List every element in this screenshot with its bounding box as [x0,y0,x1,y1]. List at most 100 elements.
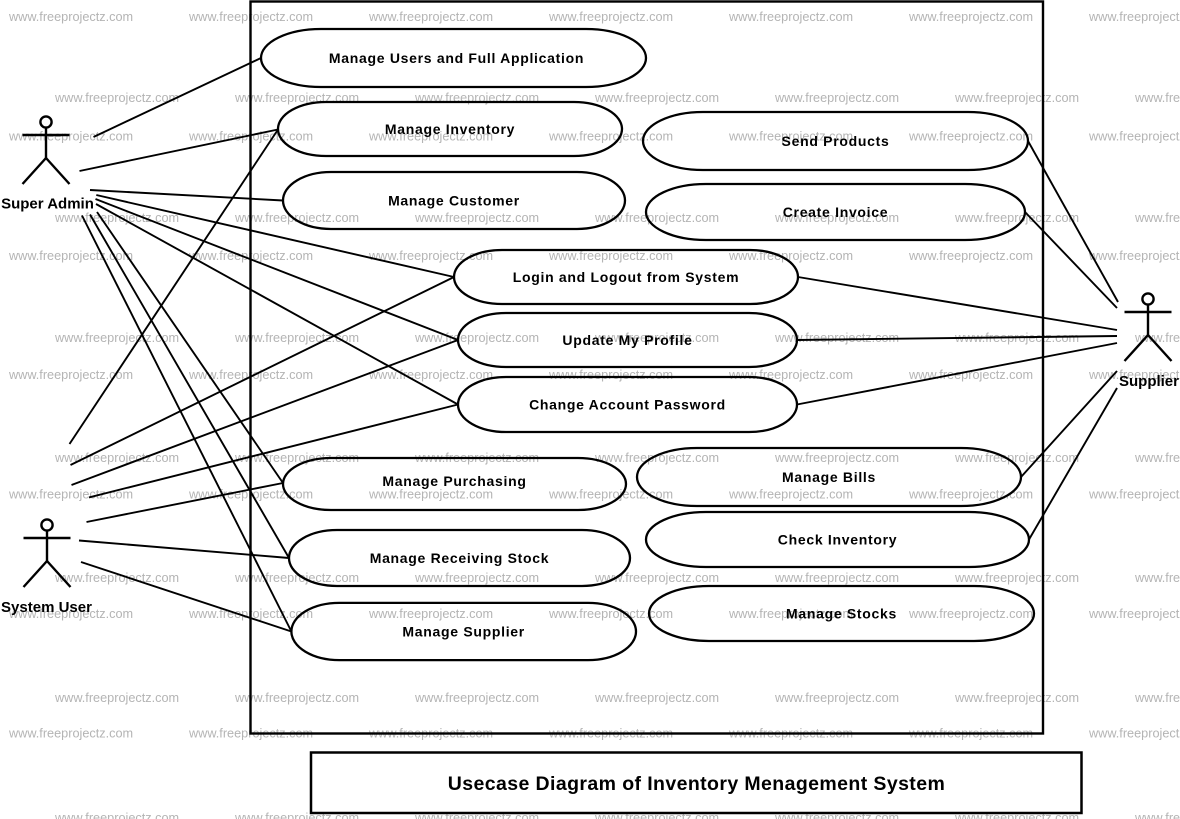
svg-text:www.freeprojectz.com: www.freeprojectz.com [414,211,539,225]
svg-text:Supplier: Supplier [1119,373,1179,390]
svg-text:Send Products: Send Products [782,133,890,149]
svg-text:www.freeprojectz.com: www.freeprojectz.com [234,451,359,465]
svg-text:www.freeprojectz.com: www.freeprojectz.com [8,607,133,621]
svg-text:www.freeprojectz.com: www.freeprojectz.com [8,726,133,740]
svg-text:www.freeprojectz.com: www.freeprojectz.com [54,811,179,819]
svg-text:www.freeprojectz.com: www.freeprojectz.com [1088,488,1180,502]
svg-text:www.freeprojectz.com: www.freeprojectz.com [1134,571,1180,585]
svg-text:www.freeprojectz.com: www.freeprojectz.com [54,451,179,465]
svg-text:www.freeprojectz.com: www.freeprojectz.com [594,331,719,345]
svg-text:www.freeprojectz.com: www.freeprojectz.com [548,10,673,24]
svg-text:www.freeprojectz.com: www.freeprojectz.com [774,571,899,585]
svg-text:www.freeprojectz.com: www.freeprojectz.com [548,129,673,143]
svg-text:www.freeprojectz.com: www.freeprojectz.com [1134,331,1180,345]
svg-text:Usecase Diagram of Inventory M: Usecase Diagram of Inventory Menagement … [448,773,945,795]
svg-text:www.freeprojectz.com: www.freeprojectz.com [8,10,133,24]
svg-text:Manage Purchasing: Manage Purchasing [382,473,526,489]
svg-text:www.freeprojectz.com: www.freeprojectz.com [414,451,539,465]
svg-text:www.freeprojectz.com: www.freeprojectz.com [234,571,359,585]
svg-text:www.freeprojectz.com: www.freeprojectz.com [414,331,539,345]
svg-text:www.freeprojectz.com: www.freeprojectz.com [1134,211,1180,225]
svg-text:www.freeprojectz.com: www.freeprojectz.com [594,451,719,465]
svg-text:www.freeprojectz.com: www.freeprojectz.com [774,691,899,705]
svg-text:Manage Receiving Stock: Manage Receiving Stock [370,550,550,566]
svg-text:www.freeprojectz.com: www.freeprojectz.com [548,488,673,502]
svg-text:www.freeprojectz.com: www.freeprojectz.com [8,368,133,382]
svg-text:www.freeprojectz.com: www.freeprojectz.com [54,331,179,345]
svg-text:www.freeprojectz.com: www.freeprojectz.com [1134,91,1180,105]
svg-text:Login and Logout from System: Login and Logout from System [513,269,739,285]
svg-text:www.freeprojectz.com: www.freeprojectz.com [954,571,1079,585]
svg-text:www.freeprojectz.com: www.freeprojectz.com [728,368,853,382]
svg-text:Create Invoice: Create Invoice [783,204,889,220]
svg-text:www.freeprojectz.com: www.freeprojectz.com [594,211,719,225]
svg-text:www.freeprojectz.com: www.freeprojectz.com [188,368,313,382]
svg-text:Manage Stocks: Manage Stocks [786,606,897,622]
svg-text:www.freeprojectz.com: www.freeprojectz.com [1088,129,1180,143]
svg-text:www.freeprojectz.com: www.freeprojectz.com [188,129,313,143]
svg-text:www.freeprojectz.com: www.freeprojectz.com [594,571,719,585]
svg-text:www.freeprojectz.com: www.freeprojectz.com [1088,726,1180,740]
svg-text:www.freeprojectz.com: www.freeprojectz.com [234,691,359,705]
svg-text:www.freeprojectz.com: www.freeprojectz.com [954,811,1079,819]
svg-text:www.freeprojectz.com: www.freeprojectz.com [594,91,719,105]
svg-text:Update My Profile: Update My Profile [562,332,692,348]
svg-text:www.freeprojectz.com: www.freeprojectz.com [728,607,853,621]
svg-text:Manage Customer: Manage Customer [388,193,520,209]
svg-text:www.freeprojectz.com: www.freeprojectz.com [774,811,899,819]
svg-text:www.freeprojectz.com: www.freeprojectz.com [1088,10,1180,24]
svg-text:www.freeprojectz.com: www.freeprojectz.com [54,91,179,105]
svg-text:www.freeprojectz.com: www.freeprojectz.com [414,691,539,705]
svg-text:www.freeprojectz.com: www.freeprojectz.com [368,368,493,382]
svg-text:www.freeprojectz.com: www.freeprojectz.com [954,331,1079,345]
svg-text:System User: System User [1,599,92,616]
svg-text:www.freeprojectz.com: www.freeprojectz.com [234,811,359,819]
svg-text:www.freeprojectz.com: www.freeprojectz.com [774,331,899,345]
svg-text:Manage Users and Full Applicat: Manage Users and Full Application [329,50,584,66]
svg-text:www.freeprojectz.com: www.freeprojectz.com [414,91,539,105]
svg-text:www.freeprojectz.com: www.freeprojectz.com [908,488,1033,502]
svg-text:Change Account Password: Change Account Password [529,397,726,413]
svg-text:www.freeprojectz.com: www.freeprojectz.com [1134,811,1180,819]
svg-text:www.freeprojectz.com: www.freeprojectz.com [548,368,673,382]
svg-text:www.freeprojectz.com: www.freeprojectz.com [548,726,673,740]
svg-text:www.freeprojectz.com: www.freeprojectz.com [188,726,313,740]
svg-text:www.freeprojectz.com: www.freeprojectz.com [188,607,313,621]
svg-text:www.freeprojectz.com: www.freeprojectz.com [548,249,673,263]
svg-text:www.freeprojectz.com: www.freeprojectz.com [908,368,1033,382]
svg-text:www.freeprojectz.com: www.freeprojectz.com [954,691,1079,705]
svg-text:www.freeprojectz.com: www.freeprojectz.com [774,451,899,465]
svg-text:www.freeprojectz.com: www.freeprojectz.com [54,571,179,585]
svg-text:www.freeprojectz.com: www.freeprojectz.com [414,571,539,585]
svg-text:www.freeprojectz.com: www.freeprojectz.com [188,249,313,263]
svg-text:Manage Supplier: Manage Supplier [402,624,525,640]
svg-text:www.freeprojectz.com: www.freeprojectz.com [954,451,1079,465]
svg-text:www.freeprojectz.com: www.freeprojectz.com [1088,607,1180,621]
svg-text:www.freeprojectz.com: www.freeprojectz.com [954,211,1079,225]
svg-text:www.freeprojectz.com: www.freeprojectz.com [414,811,539,819]
svg-text:www.freeprojectz.com: www.freeprojectz.com [8,129,133,143]
svg-text:www.freeprojectz.com: www.freeprojectz.com [954,91,1079,105]
svg-text:www.freeprojectz.com: www.freeprojectz.com [728,488,853,502]
svg-text:Manage Inventory: Manage Inventory [385,121,515,137]
svg-text:www.freeprojectz.com: www.freeprojectz.com [908,10,1033,24]
svg-text:www.freeprojectz.com: www.freeprojectz.com [1088,368,1180,382]
svg-text:www.freeprojectz.com: www.freeprojectz.com [908,726,1033,740]
svg-text:Super Admin: Super Admin [1,196,94,213]
svg-text:www.freeprojectz.com: www.freeprojectz.com [908,607,1033,621]
svg-text:www.freeprojectz.com: www.freeprojectz.com [188,488,313,502]
svg-text:www.freeprojectz.com: www.freeprojectz.com [368,10,493,24]
svg-text:www.freeprojectz.com: www.freeprojectz.com [188,10,313,24]
svg-text:www.freeprojectz.com: www.freeprojectz.com [234,211,359,225]
svg-text:www.freeprojectz.com: www.freeprojectz.com [234,331,359,345]
svg-text:Check Inventory: Check Inventory [778,532,897,548]
svg-text:www.freeprojectz.com: www.freeprojectz.com [908,249,1033,263]
svg-text:www.freeprojectz.com: www.freeprojectz.com [368,249,493,263]
svg-text:www.freeprojectz.com: www.freeprojectz.com [1088,249,1180,263]
svg-text:www.freeprojectz.com: www.freeprojectz.com [54,211,179,225]
svg-text:www.freeprojectz.com: www.freeprojectz.com [548,607,673,621]
svg-text:www.freeprojectz.com: www.freeprojectz.com [908,129,1033,143]
svg-text:www.freeprojectz.com: www.freeprojectz.com [774,91,899,105]
svg-text:Manage Bills: Manage Bills [782,469,876,485]
svg-text:www.freeprojectz.com: www.freeprojectz.com [8,488,133,502]
